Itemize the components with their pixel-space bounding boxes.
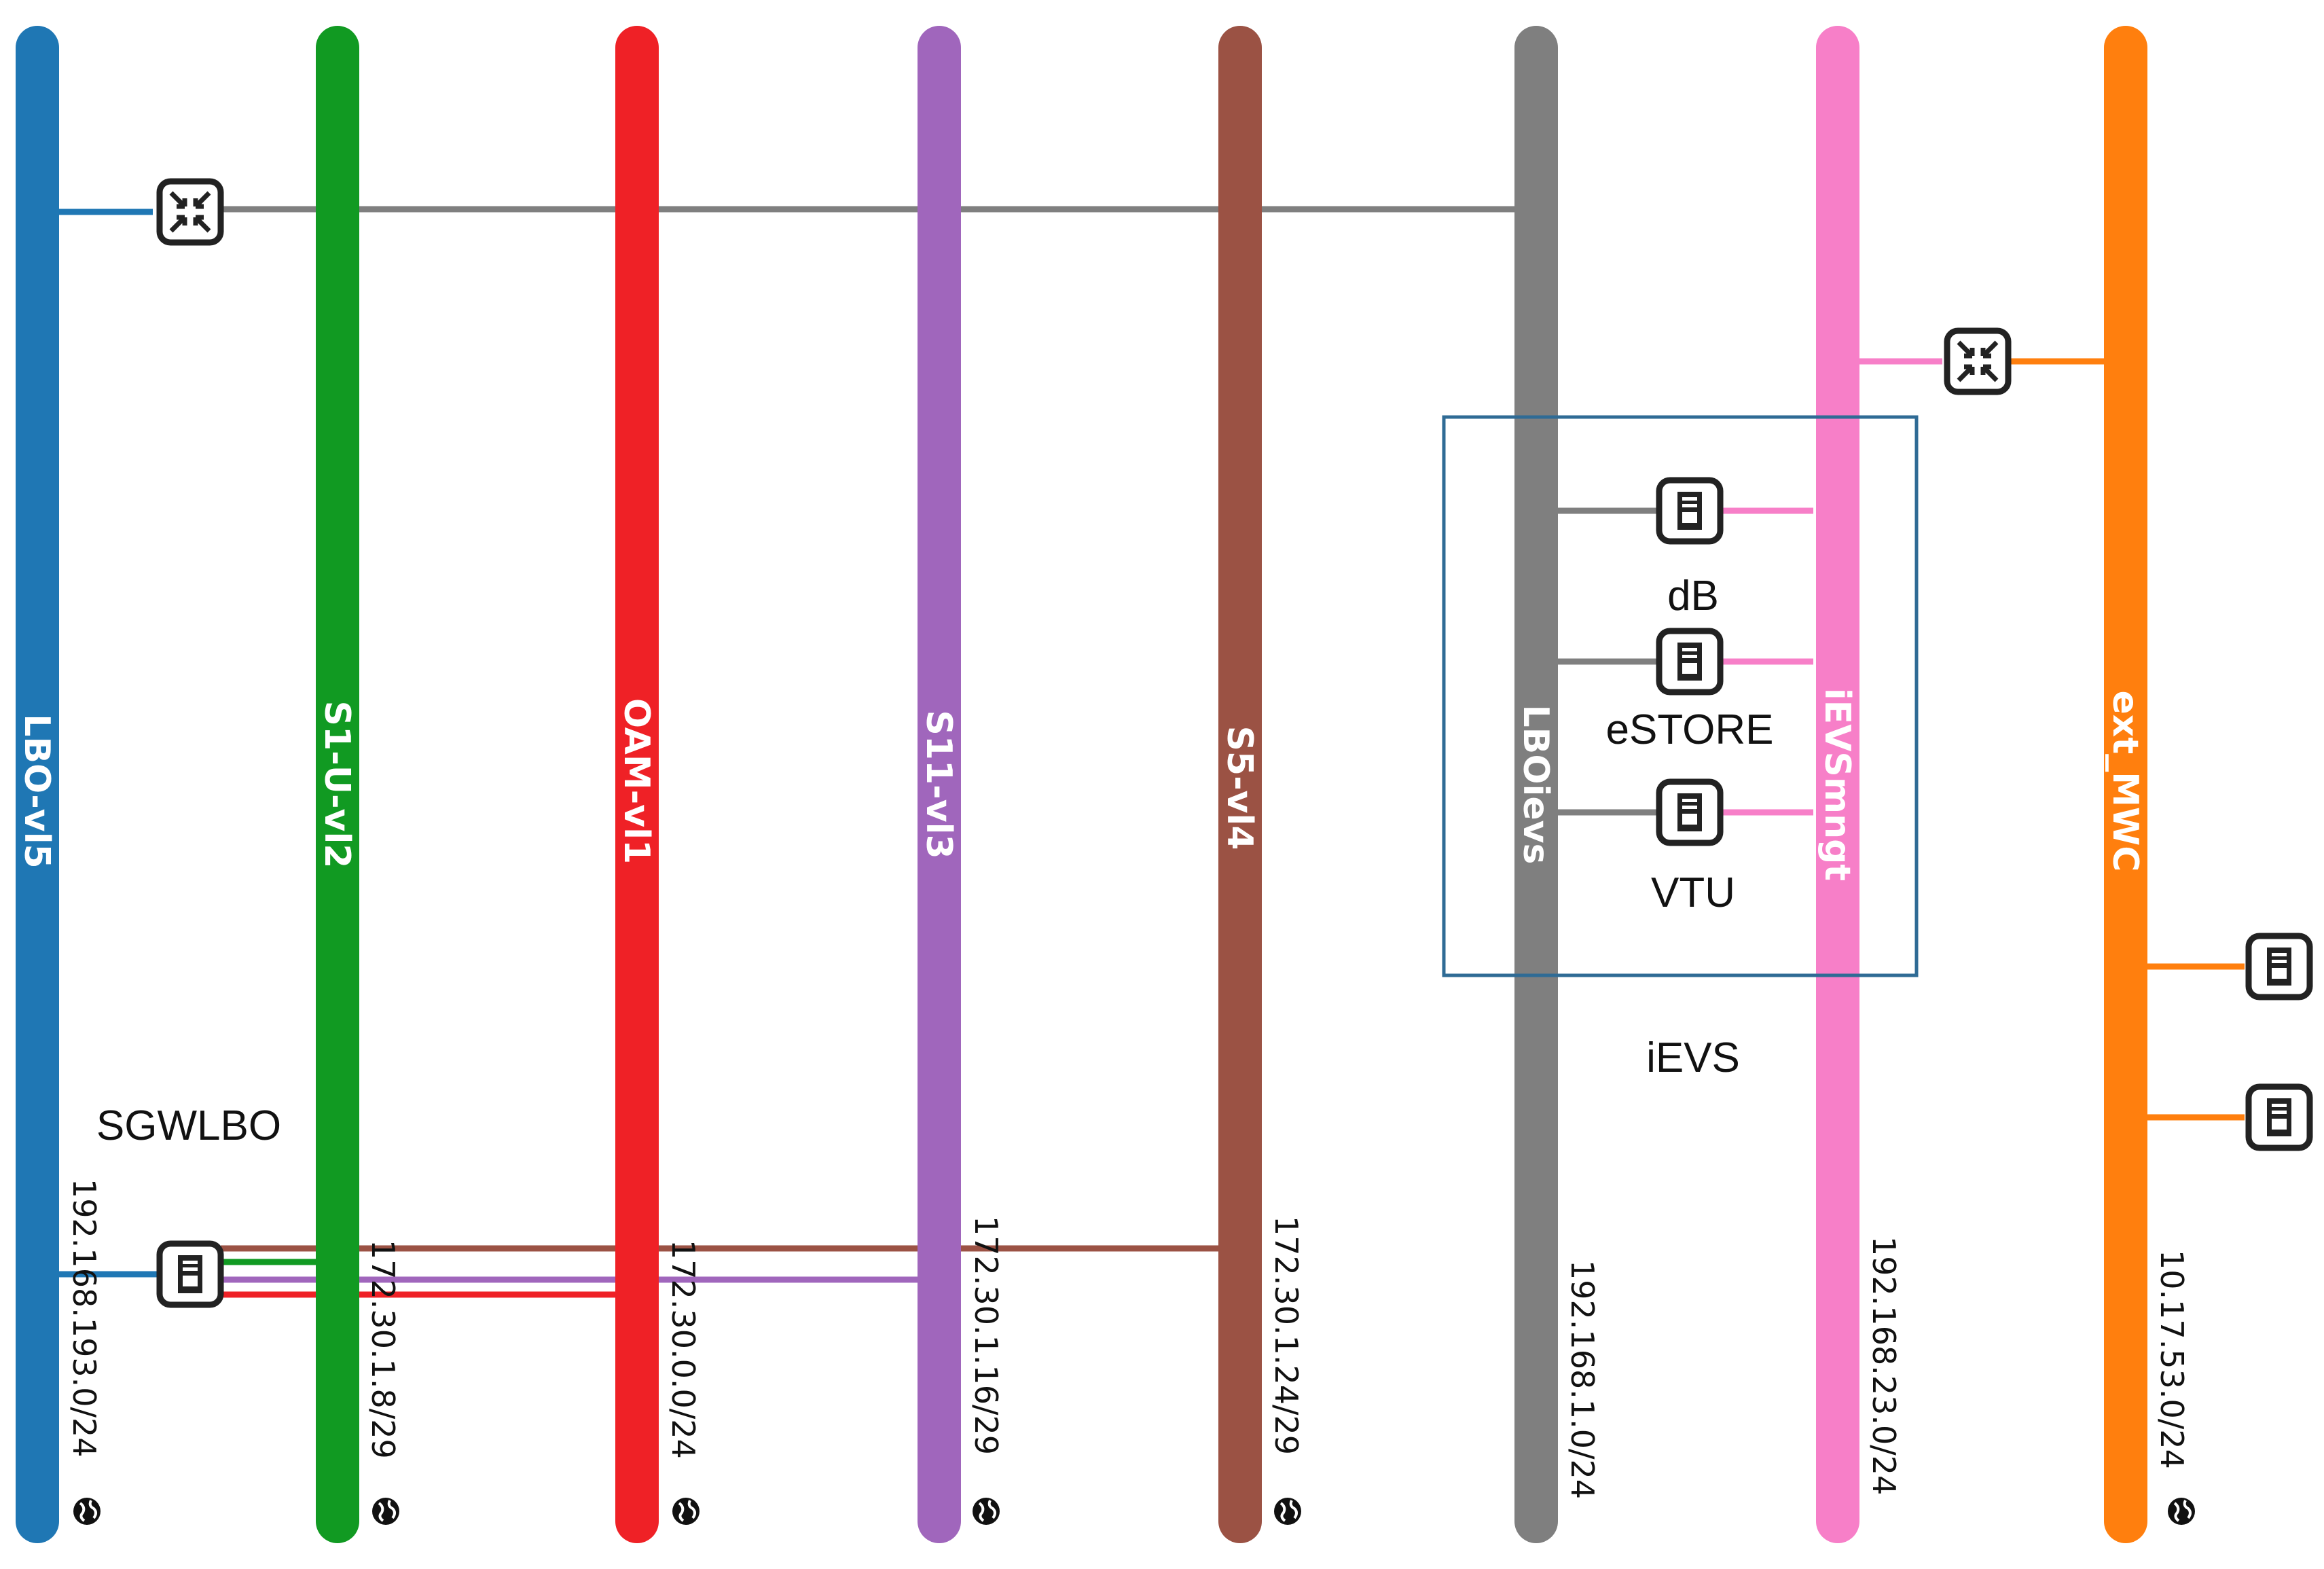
node-ext-server-2[interactable] (2249, 1087, 2310, 1148)
network-name: OAM-vl1 (616, 698, 657, 864)
network-cidr: 192.168.193.0/24 (66, 1178, 103, 1458)
ievs-group-box (1442, 415, 1919, 977)
network-cidr: 192.168.23.0/24 (1866, 1236, 1902, 1495)
node-sgwlbo[interactable]: SGWLBO (96, 1102, 281, 1305)
connection-links (41, 206, 2245, 1298)
server-icon (2249, 936, 2310, 997)
network-name: S11-vl3 (918, 710, 959, 859)
globe-icon (671, 1496, 701, 1526)
server-icon (1659, 480, 1720, 541)
router-left[interactable] (160, 181, 221, 242)
network-s5-vl4[interactable]: S5-vl4 172.30.1.24/29 (1218, 26, 1305, 1543)
node-label: SGWLBO (96, 1102, 281, 1149)
node-label: VTU (1651, 869, 1735, 916)
network-name: S5-vl4 (1219, 725, 1260, 850)
network-name: LBOievs (1515, 705, 1556, 865)
network-name: LBO-vl5 (16, 714, 57, 868)
network-name: iEVSmngt (1817, 688, 1857, 881)
server-icon (2249, 1087, 2310, 1148)
router-icon (160, 181, 221, 242)
network-s11-vl3[interactable]: S11-vl3 172.30.1.16/29 (918, 26, 1004, 1543)
router-icon (1947, 331, 2008, 392)
network-s1-u-vl2[interactable]: S1-U-vl2 172.30.1.8/29 (316, 26, 401, 1543)
server-icon (1659, 631, 1720, 692)
network-cidr: 10.17.53.0/24 (2154, 1250, 2190, 1469)
network-cidr: 172.30.0.0/24 (665, 1240, 702, 1459)
network-oam-vl1[interactable]: OAM-vl1 172.30.0.0/24 (615, 26, 702, 1543)
network-ext-mwc[interactable]: ext_MWC 10.17.53.0/24 (2104, 26, 2196, 1543)
globe-icon (371, 1496, 401, 1526)
network-name: ext_MWC (2105, 691, 2145, 872)
globe-icon (971, 1496, 1001, 1526)
network-cidr: 172.30.1.16/29 (968, 1216, 1004, 1455)
server-icon (1659, 782, 1720, 843)
router-right[interactable] (1947, 331, 2008, 392)
network-cidr: 192.168.1.0/24 (1564, 1260, 1601, 1499)
node-vtu[interactable]: VTU (1651, 782, 1735, 916)
node-label: dB (1667, 573, 1719, 619)
node-estore[interactable]: eSTORE (1606, 631, 1774, 753)
node-db[interactable]: dB (1659, 480, 1720, 619)
node-label: eSTORE (1606, 706, 1774, 753)
server-icon (160, 1244, 221, 1305)
globe-icon (1273, 1496, 1303, 1526)
network-cidr: 172.30.1.8/29 (365, 1240, 401, 1459)
network-ievsmngt[interactable]: iEVSmngt 192.168.23.0/24 (1816, 26, 1902, 1543)
ievs-group-label: iEVS (1646, 1034, 1740, 1081)
node-ext-server-1[interactable] (2249, 936, 2310, 997)
network-name: S1-U-vl2 (316, 701, 357, 869)
network-cidr: 172.30.1.24/29 (1268, 1216, 1305, 1455)
network-lboievs[interactable]: LBOievs 192.168.1.0/24 (1514, 26, 1601, 1543)
globe-icon (72, 1496, 102, 1526)
globe-icon (2166, 1496, 2196, 1526)
network-lbo-vl5[interactable]: LBO-vl5 192.168.193.0/24 (16, 26, 103, 1543)
network-bars: LBO-vl5 192.168.193.0/24 S1-U-vl2 172.30… (16, 26, 2196, 1543)
